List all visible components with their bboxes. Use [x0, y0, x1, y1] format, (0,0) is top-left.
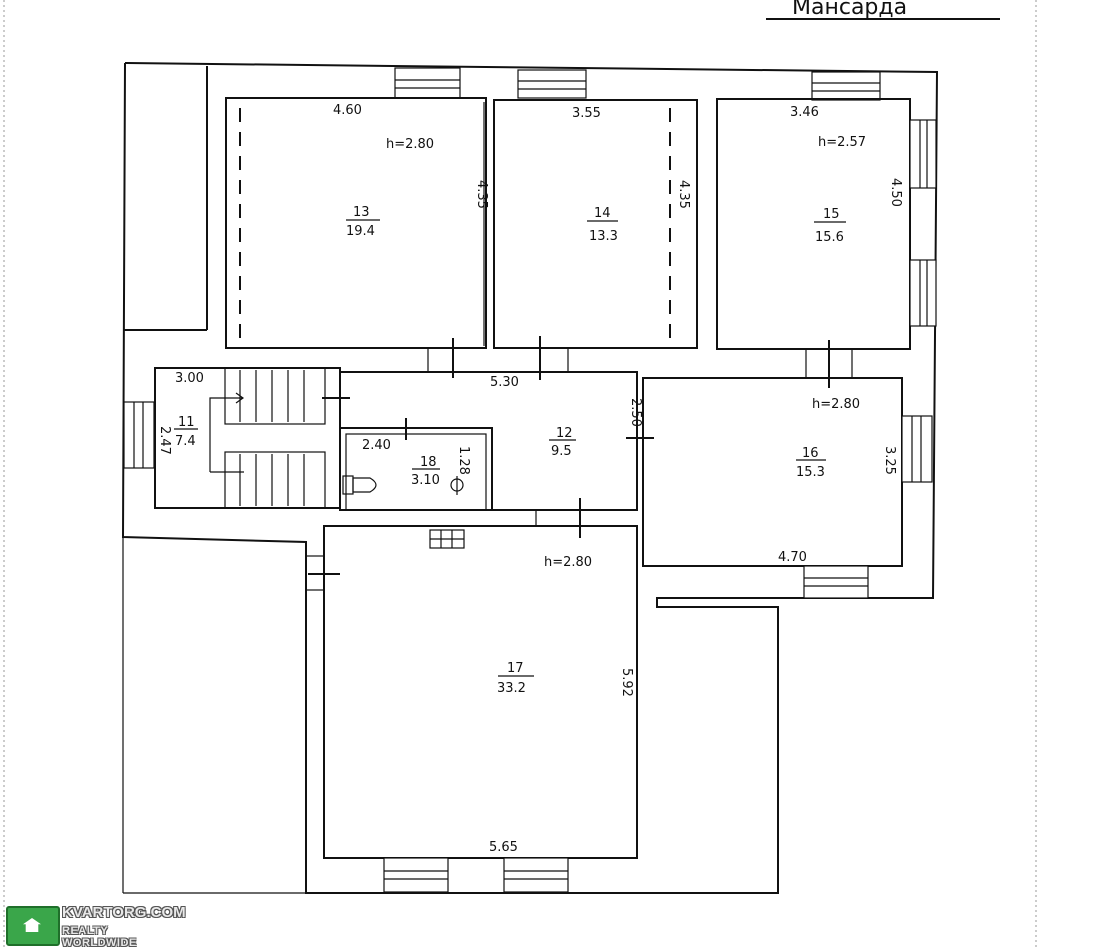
- room-15-number: 15: [823, 207, 840, 222]
- room-15: [716, 98, 911, 350]
- dim-room-15-width: 3.46: [790, 105, 819, 120]
- room-14-area: 13.3: [589, 229, 618, 244]
- staircase: [209, 367, 326, 509]
- room-14-number: 14: [594, 206, 611, 221]
- height-room-17: h=2.80: [544, 555, 592, 570]
- window: [909, 119, 937, 189]
- room-16-area: 15.3: [796, 465, 825, 480]
- dim-room-18-depth: 1.28: [456, 446, 471, 475]
- dim-room-11-width: 3.00: [175, 371, 204, 386]
- height-room-15: h=2.57: [818, 135, 866, 150]
- room-12-area: 9.5: [551, 444, 572, 459]
- dim-room-15-depth: 4.50: [888, 178, 903, 207]
- dim-room-18-width: 2.40: [362, 438, 391, 453]
- dim-room-17-depth: 5.92: [619, 668, 634, 697]
- top-windows: [394, 67, 881, 101]
- watermark-logo: KVARTORG.COM REALTY WORLDWIDE: [6, 904, 186, 949]
- room-17-windows: [383, 857, 569, 893]
- room-17: [323, 525, 638, 859]
- dim-room-14-depth: 4.35: [676, 180, 691, 209]
- dim-room-11-depth: 2.47: [157, 426, 172, 455]
- window: [909, 259, 937, 327]
- plan-title: Мансарда: [792, 0, 907, 20]
- dim-room-12-width: 5.30: [490, 375, 519, 390]
- watermark-line2: REALTY WORLDWIDE: [62, 925, 137, 949]
- toilet-icon: [342, 475, 377, 495]
- dim-room-14-width: 3.55: [572, 106, 601, 121]
- radiator-icon: [429, 529, 465, 549]
- room-15-area: 15.6: [815, 230, 844, 245]
- room-11-area: 7.4: [175, 434, 196, 449]
- height-room-16: h=2.80: [812, 397, 860, 412]
- room-18-inner: [345, 433, 487, 511]
- dim-room-13-depth: 4.35: [474, 180, 489, 209]
- window: [517, 69, 587, 99]
- room-13-area: 19.4: [346, 224, 375, 239]
- room-14: [493, 99, 698, 349]
- dim-room-16-width: 4.70: [778, 550, 807, 565]
- room-16-windows: [803, 415, 933, 599]
- left-stair-window: [123, 401, 155, 469]
- dim-room-12-depth: 2.50: [628, 398, 643, 427]
- dim-room-17-width: 5.65: [489, 840, 518, 855]
- room-13-number: 13: [353, 205, 370, 220]
- room-18-area: 3.10: [411, 473, 440, 488]
- room-16-number: 16: [802, 446, 819, 461]
- room-13: [225, 97, 487, 349]
- dim-room-13-width: 4.60: [333, 103, 362, 118]
- room-11-number: 11: [178, 415, 195, 430]
- outer-wall: [121, 62, 939, 894]
- room-12-number: 12: [556, 426, 573, 441]
- room-16: [642, 377, 903, 567]
- side-door: [305, 555, 325, 591]
- room-18-number: 18: [420, 455, 437, 470]
- room-17-area: 33.2: [497, 681, 526, 696]
- shower-drain-icon: [450, 476, 464, 495]
- watermark-line1: KVARTORG.COM: [62, 904, 186, 921]
- room-17-number: 17: [507, 661, 524, 676]
- window: [394, 67, 461, 99]
- dim-room-16-depth: 3.25: [882, 446, 897, 475]
- height-room-13: h=2.80: [386, 137, 434, 152]
- window: [811, 71, 881, 101]
- right-windows: [909, 119, 937, 327]
- house-icon: [6, 906, 60, 946]
